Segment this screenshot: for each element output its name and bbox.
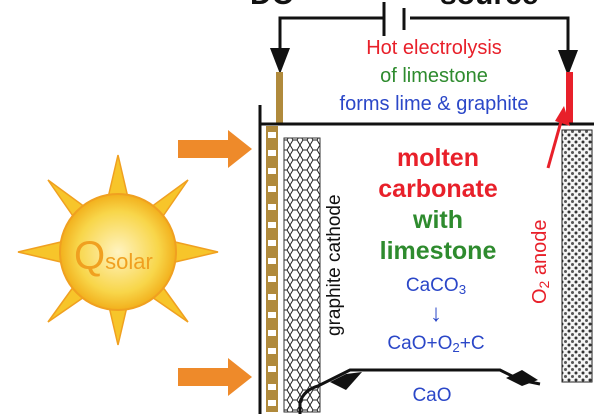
reactant-subscript: 3 xyxy=(458,282,467,297)
heat-arrow-icon xyxy=(178,130,252,396)
annotation-line-1: Hot electrolysis xyxy=(366,37,502,59)
annotation-line-3: forms lime & graphite xyxy=(339,93,529,115)
electrolyte-line-2: carbonate xyxy=(378,175,498,203)
sun-label: Qsolar xyxy=(74,236,153,276)
reaction-arrow: ↓ xyxy=(430,300,442,327)
anode-lead xyxy=(566,72,573,124)
valve-icon xyxy=(330,370,538,390)
reaction-products: CaO+O2+C xyxy=(387,334,484,354)
cell-vessel xyxy=(258,105,594,414)
circuit-wires xyxy=(278,2,570,70)
cathode-label: graphite cathode xyxy=(324,194,345,336)
anode-mesh xyxy=(561,129,593,383)
cao-label: CaO xyxy=(412,385,452,406)
graphite-deposit xyxy=(283,137,321,413)
dc-label: DC xyxy=(250,0,293,10)
electrolyte-line-3: with xyxy=(413,206,463,234)
anode-label-o: O xyxy=(529,288,551,304)
anode-label: O2 anode xyxy=(529,219,552,304)
product-subscript: 2 xyxy=(452,340,460,355)
sun-label-solar: solar xyxy=(105,249,153,274)
product-formula-b: +C xyxy=(459,333,485,354)
source-label: source xyxy=(440,0,538,10)
sun-label-q: Q xyxy=(74,234,106,278)
anode-label-rest: anode xyxy=(529,219,551,281)
anode-label-sub: 2 xyxy=(536,280,552,289)
electrolyte-line-1: molten xyxy=(397,144,479,172)
cathode-lead xyxy=(276,72,283,124)
current-arrow-icon xyxy=(270,48,578,76)
cao-channel xyxy=(298,368,541,414)
cathode-bar xyxy=(266,126,278,412)
sun-icon xyxy=(17,154,219,346)
oxygen-arrow-icon xyxy=(546,106,570,169)
electrolyte-line-4: limestone xyxy=(379,237,497,265)
annotation-line-2: of limestone xyxy=(380,65,488,87)
product-formula-a: CaO+O xyxy=(387,333,453,354)
reaction-reactant: CaCO3 xyxy=(406,276,466,296)
reactant-formula: CaCO xyxy=(405,275,459,296)
